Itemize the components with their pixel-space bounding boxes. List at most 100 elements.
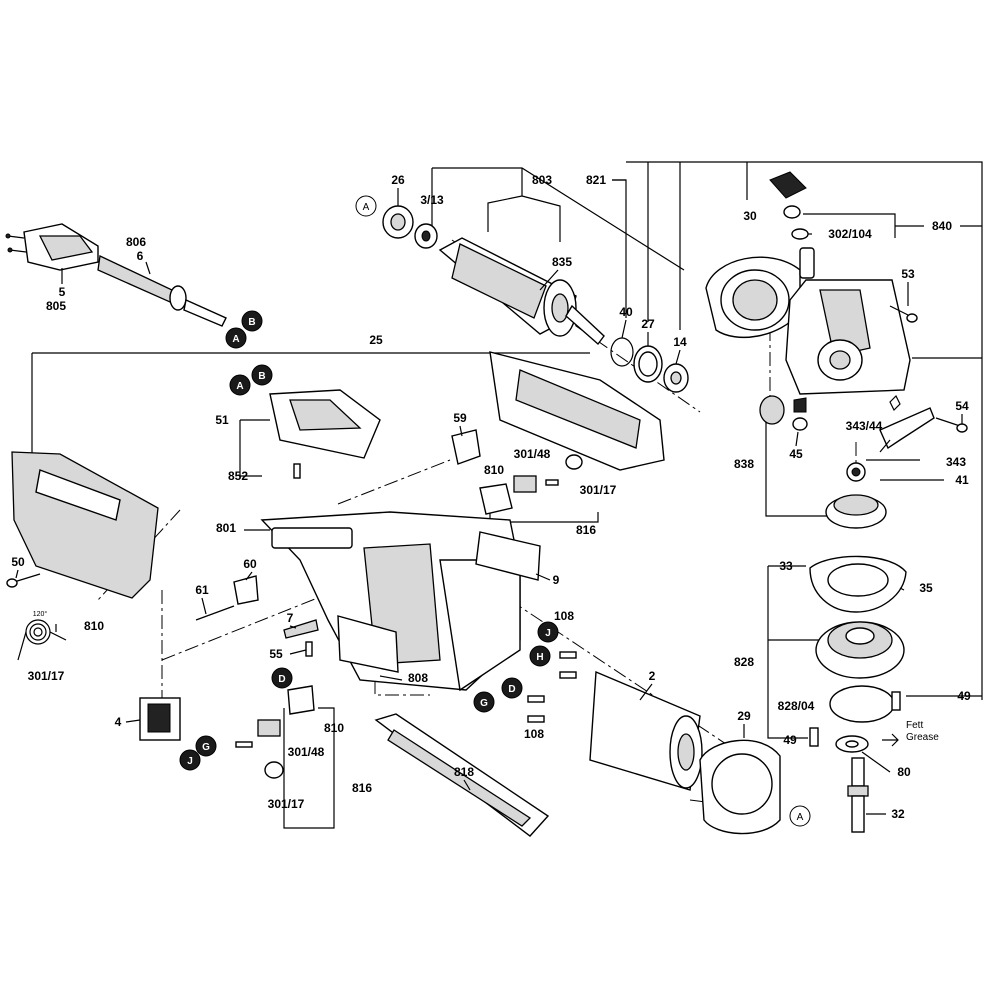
marker-a-bottom: A bbox=[789, 805, 811, 827]
spindle-lock-button bbox=[769, 171, 815, 279]
marker-j-right: J bbox=[537, 621, 559, 643]
bearing-26 bbox=[382, 205, 414, 239]
brush-holder-816-bottom bbox=[235, 685, 315, 779]
label-59: 59 bbox=[453, 411, 467, 425]
label-6: 6 bbox=[137, 249, 144, 263]
marker-h: H bbox=[529, 645, 551, 667]
label-35: 35 bbox=[919, 581, 933, 595]
label-41: 41 bbox=[955, 473, 969, 487]
marker-b-holder: B bbox=[251, 364, 273, 386]
retaining-ring-40 bbox=[610, 337, 634, 367]
bearing-14 bbox=[663, 363, 689, 393]
label-816-bottom: 816 bbox=[352, 781, 372, 795]
spindle-32 bbox=[847, 757, 869, 833]
label-806: 806 bbox=[126, 235, 146, 249]
label-60: 60 bbox=[243, 557, 257, 571]
part-60 bbox=[233, 575, 259, 605]
spindle-lock-343 bbox=[879, 394, 935, 453]
spring-301-17-top bbox=[565, 454, 583, 470]
label-fett: Fett bbox=[906, 720, 923, 731]
label-grease: Grease bbox=[906, 732, 939, 743]
label-810-spring: 810 bbox=[84, 619, 104, 633]
label-343-44: 343/44 bbox=[846, 419, 883, 433]
label-810-top: 810 bbox=[484, 463, 504, 477]
spring-810 bbox=[17, 619, 67, 661]
label-821: 821 bbox=[586, 173, 606, 187]
bearing-flange bbox=[815, 621, 905, 679]
terminals-108 bbox=[527, 651, 577, 723]
label-852: 852 bbox=[228, 469, 248, 483]
label-50: 50 bbox=[11, 555, 25, 569]
marker-g-left: G bbox=[195, 735, 217, 757]
label-5: 5 bbox=[59, 285, 66, 299]
label-9 bbox=[475, 531, 541, 581]
screw-49a bbox=[891, 691, 901, 711]
label-29: 29 bbox=[737, 709, 751, 723]
label-26: 26 bbox=[391, 173, 405, 187]
bearing-3-13 bbox=[414, 223, 438, 249]
label-30: 30 bbox=[743, 209, 757, 223]
label-302-104: 302/104 bbox=[828, 227, 872, 241]
washer-80 bbox=[835, 735, 869, 753]
screw-55 bbox=[305, 641, 313, 657]
label-828: 828 bbox=[734, 655, 754, 669]
label-808 bbox=[337, 615, 399, 673]
label-40: 40 bbox=[619, 305, 633, 319]
pinion-gear bbox=[759, 395, 808, 431]
screw-852 bbox=[293, 463, 301, 479]
switch-module-4 bbox=[139, 697, 181, 741]
label-120-deg: 120° bbox=[33, 610, 48, 618]
label-301-17-bottom: 301/17 bbox=[268, 797, 305, 811]
pin-61 bbox=[195, 605, 235, 621]
svg-text:D: D bbox=[508, 684, 515, 695]
label-301-48-top: 301/48 bbox=[514, 447, 551, 461]
marker-a-top: A bbox=[355, 195, 377, 217]
label-32: 32 bbox=[891, 807, 905, 821]
label-805: 805 bbox=[46, 299, 66, 313]
svg-text:B: B bbox=[258, 371, 265, 382]
brush-810-top bbox=[513, 475, 537, 493]
label-45: 45 bbox=[789, 447, 803, 461]
svg-text:A: A bbox=[232, 334, 239, 345]
label-301-17-spring: 301/17 bbox=[28, 669, 65, 683]
screw-50 bbox=[6, 573, 41, 588]
label-816-top: 816 bbox=[576, 523, 596, 537]
marker-a-cable: A bbox=[225, 327, 247, 349]
marker-a-holder: A bbox=[229, 374, 251, 396]
marker-g-right: G bbox=[473, 691, 495, 713]
svg-text:A: A bbox=[363, 202, 370, 213]
label-49-right: 49 bbox=[957, 689, 971, 703]
svg-text:H: H bbox=[536, 652, 543, 663]
guard-30 bbox=[705, 256, 801, 339]
label-55: 55 bbox=[269, 647, 283, 661]
switch-59 bbox=[451, 429, 481, 465]
label-803: 803 bbox=[532, 173, 552, 187]
label-2: 2 bbox=[649, 669, 656, 683]
label-840: 840 bbox=[932, 219, 952, 233]
label-27: 27 bbox=[641, 317, 655, 331]
label-835: 835 bbox=[552, 255, 572, 269]
label-14: 14 bbox=[673, 335, 687, 349]
svg-text:B: B bbox=[248, 317, 255, 328]
upper-housing bbox=[489, 351, 665, 471]
marker-d-right: D bbox=[501, 677, 523, 699]
gear-housing bbox=[785, 279, 911, 395]
power-plug bbox=[5, 223, 99, 271]
label-9: 9 bbox=[553, 573, 560, 587]
label-818: 818 bbox=[454, 765, 474, 779]
label-53: 53 bbox=[901, 267, 915, 281]
label-108-top: 108 bbox=[554, 609, 574, 623]
bearing-41 bbox=[846, 462, 866, 482]
label-33: 33 bbox=[779, 559, 793, 573]
screw-301-48-top bbox=[545, 479, 559, 486]
label-301-48-bottom: 301/48 bbox=[288, 745, 325, 759]
guard-29 bbox=[699, 739, 781, 835]
label-7: 7 bbox=[287, 611, 294, 625]
label-828-04: 828/04 bbox=[778, 699, 815, 713]
label-838: 838 bbox=[734, 457, 754, 471]
brush-holder-51 bbox=[269, 389, 381, 459]
motor-housing bbox=[260, 511, 521, 692]
svg-text:G: G bbox=[480, 698, 488, 709]
svg-text:D: D bbox=[278, 674, 285, 685]
